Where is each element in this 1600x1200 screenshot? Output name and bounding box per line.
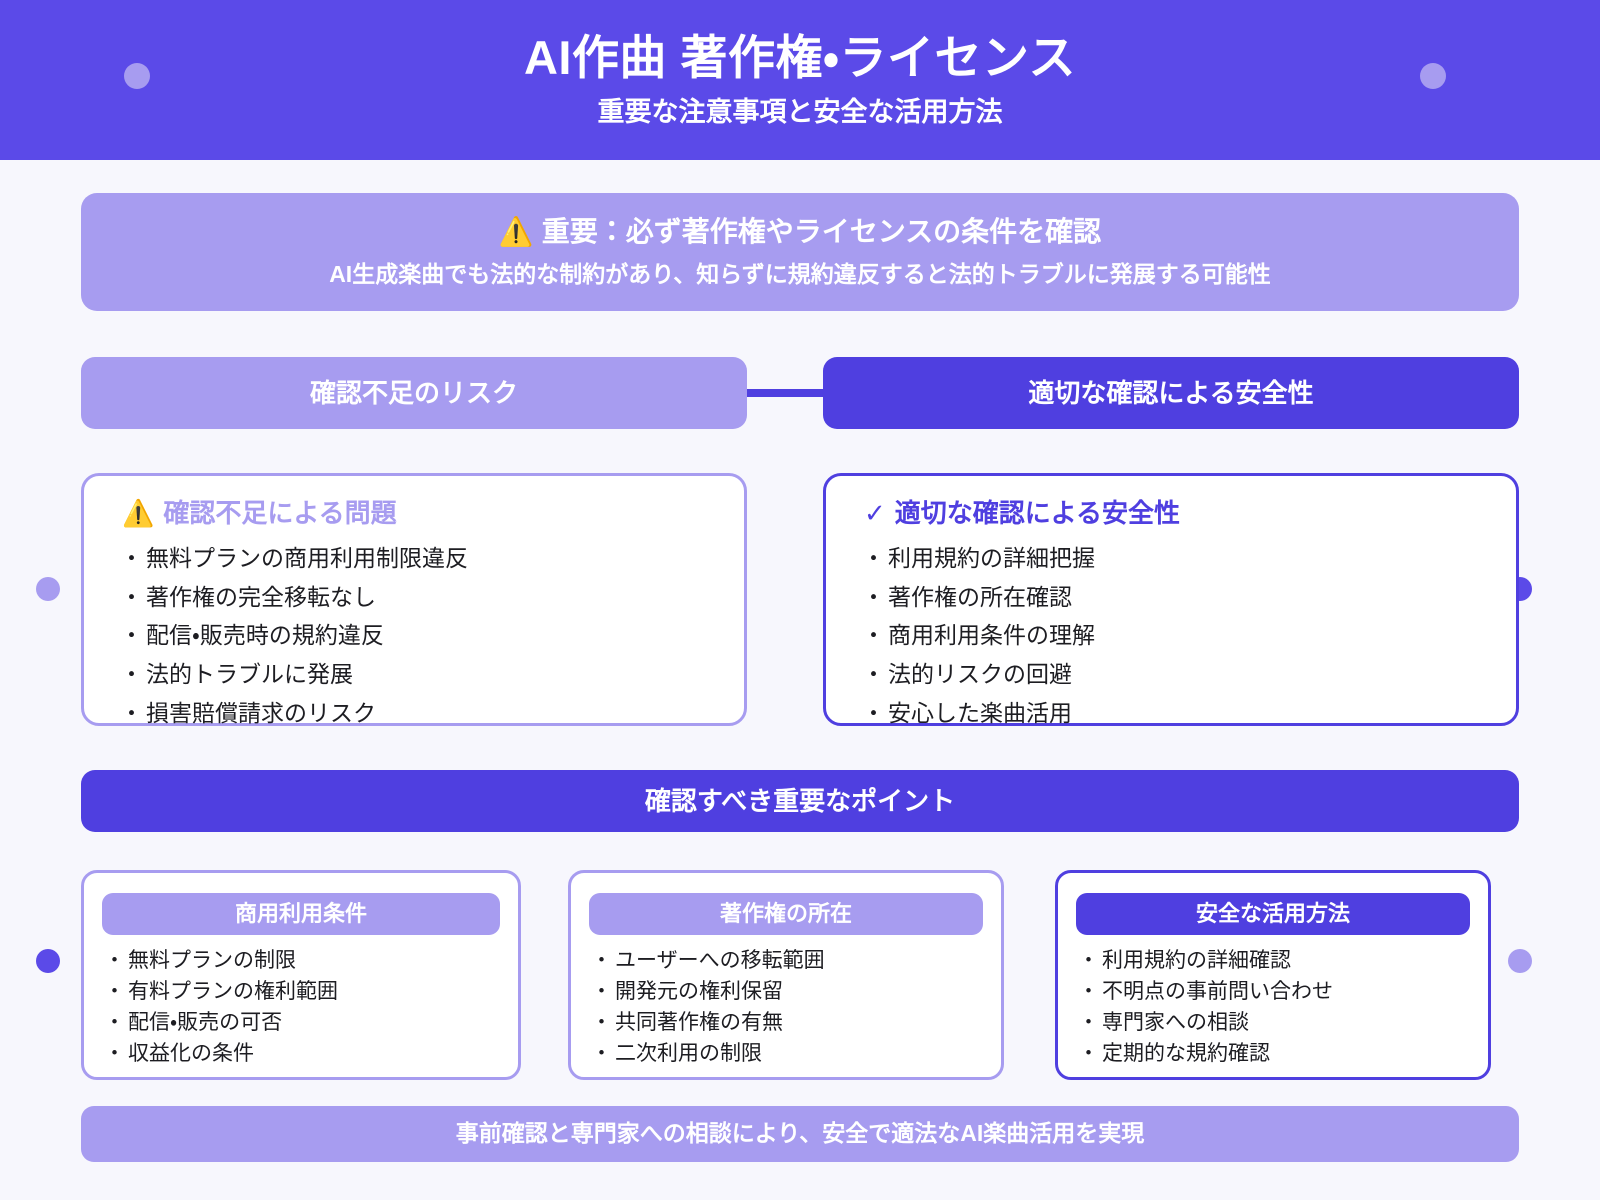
decorative-dot-icon	[1508, 949, 1532, 973]
point-card-title: 安全な活用方法	[1195, 900, 1350, 926]
point-card-header: 安全な活用方法	[1076, 893, 1470, 935]
list-item: 商用利用条件の理解	[854, 616, 1488, 655]
footer-banner-label: 事前確認と専門家への相談により、安全で適法なAI楽曲活用を実現	[455, 1120, 1145, 1147]
footer-banner: 事前確認と専門家への相談により、安全で適法なAI楽曲活用を実現	[81, 1106, 1519, 1162]
list-item: 定期的な規約確認	[1076, 1038, 1470, 1069]
page-title: AI作曲 著作権・ライセンス	[523, 31, 1077, 85]
safety-card-heading-row: ✓ 適切な確認による安全性	[854, 498, 1488, 529]
risk-card-list: 無料プランの商用利用制限違反 著作権の完全移転なし 配信・販売時の規約違反 法的…	[112, 539, 716, 732]
list-item: 無料プランの制限	[102, 945, 500, 976]
list-item: 利用規約の詳細把握	[854, 539, 1488, 578]
list-item: 専門家への相談	[1076, 1007, 1470, 1038]
point-card-title: 著作権の所在	[719, 900, 852, 926]
list-item: 不明点の事前問い合わせ	[1076, 976, 1470, 1007]
column-header-risk: 確認不足のリスク	[81, 357, 747, 429]
list-item: 法的トラブルに発展	[112, 655, 716, 694]
alert-banner-subtitle: AI生成楽曲でも法的な制約があり、知らずに規約違反すると法的トラブルに発展する可…	[329, 261, 1271, 287]
section-bar-label: 確認すべき重要なポイント	[644, 785, 956, 816]
point-card-list: ユーザーへの移転範囲 開発元の権利保留 共同著作権の有無 二次利用の制限	[589, 945, 983, 1069]
warning-icon: ⚠️	[122, 498, 155, 528]
list-item: ユーザーへの移転範囲	[589, 945, 983, 976]
check-icon: ✓	[864, 498, 886, 528]
alert-banner: ⚠️ 重要：必ず著作権やライセンスの条件を確認 AI生成楽曲でも法的な制約があり…	[81, 193, 1519, 311]
safety-card-heading: 適切な確認による安全性	[894, 498, 1181, 528]
point-card-list: 無料プランの制限 有料プランの権利範囲 配信・販売の可否 収益化の条件	[102, 945, 500, 1069]
decorative-dot-icon	[1420, 63, 1446, 89]
safety-card-list: 利用規約の詳細把握 著作権の所在確認 商用利用条件の理解 法的リスクの回避 安心…	[854, 539, 1488, 732]
list-item: 配信・販売時の規約違反	[112, 616, 716, 655]
decorative-dot-icon	[36, 949, 60, 973]
point-card-title: 商用利用条件	[234, 900, 367, 926]
point-card-safe-usage: 安全な活用方法 利用規約の詳細確認 不明点の事前問い合わせ 専門家への相談 定期…	[1055, 870, 1491, 1080]
page-header: AI作曲 著作権・ライセンス 重要な注意事項と安全な活用方法	[0, 0, 1600, 160]
point-card-list: 利用規約の詳細確認 不明点の事前問い合わせ 専門家への相談 定期的な規約確認	[1076, 945, 1470, 1069]
list-item: 著作権の所在確認	[854, 578, 1488, 617]
alert-banner-title-row: ⚠️ 重要：必ず著作権やライセンスの条件を確認	[499, 215, 1101, 249]
point-card-header: 商用利用条件	[102, 893, 500, 935]
column-header-safety: 適切な確認による安全性	[823, 357, 1519, 429]
point-card-copyright-ownership: 著作権の所在 ユーザーへの移転範囲 開発元の権利保留 共同著作権の有無 二次利用…	[568, 870, 1004, 1080]
decorative-dot-icon	[36, 577, 60, 601]
section-bar-key-points: 確認すべき重要なポイント	[81, 770, 1519, 832]
point-card-commercial-use: 商用利用条件 無料プランの制限 有料プランの権利範囲 配信・販売の可否 収益化の…	[81, 870, 521, 1080]
list-item: 共同著作権の有無	[589, 1007, 983, 1038]
list-item: 配信・販売の可否	[102, 1007, 500, 1038]
list-item: 利用規約の詳細確認	[1076, 945, 1470, 976]
column-header-risk-label: 確認不足のリスク	[309, 377, 518, 408]
list-item: 二次利用の制限	[589, 1038, 983, 1069]
risk-card-heading-row: ⚠️ 確認不足による問題	[112, 498, 716, 529]
warning-icon: ⚠️	[498, 216, 534, 248]
list-item: 損害賠償請求のリスク	[112, 694, 716, 733]
point-card-header: 著作権の所在	[589, 893, 983, 935]
list-item: 安心した楽曲活用	[854, 694, 1488, 733]
column-header-safety-label: 適切な確認による安全性	[1028, 377, 1314, 408]
decorative-dot-icon	[124, 63, 150, 89]
safety-card: ✓ 適切な確認による安全性 利用規約の詳細把握 著作権の所在確認 商用利用条件の…	[823, 473, 1519, 732]
risk-card: ⚠️ 確認不足による問題 無料プランの商用利用制限違反 著作権の完全移転なし 配…	[81, 473, 747, 732]
list-item: 無料プランの商用利用制限違反	[112, 539, 716, 578]
list-item: 収益化の条件	[102, 1038, 500, 1069]
alert-banner-title: 重要：必ず著作権やライセンスの条件を確認	[541, 216, 1102, 248]
connector-line	[747, 389, 823, 397]
risk-card-heading: 確認不足による問題	[163, 498, 397, 528]
list-item: 著作権の完全移転なし	[112, 578, 716, 617]
list-item: 法的リスクの回避	[854, 655, 1488, 694]
page-subtitle: 重要な注意事項と安全な活用方法	[597, 97, 1003, 127]
list-item: 開発元の権利保留	[589, 976, 983, 1007]
list-item: 有料プランの権利範囲	[102, 976, 500, 1007]
